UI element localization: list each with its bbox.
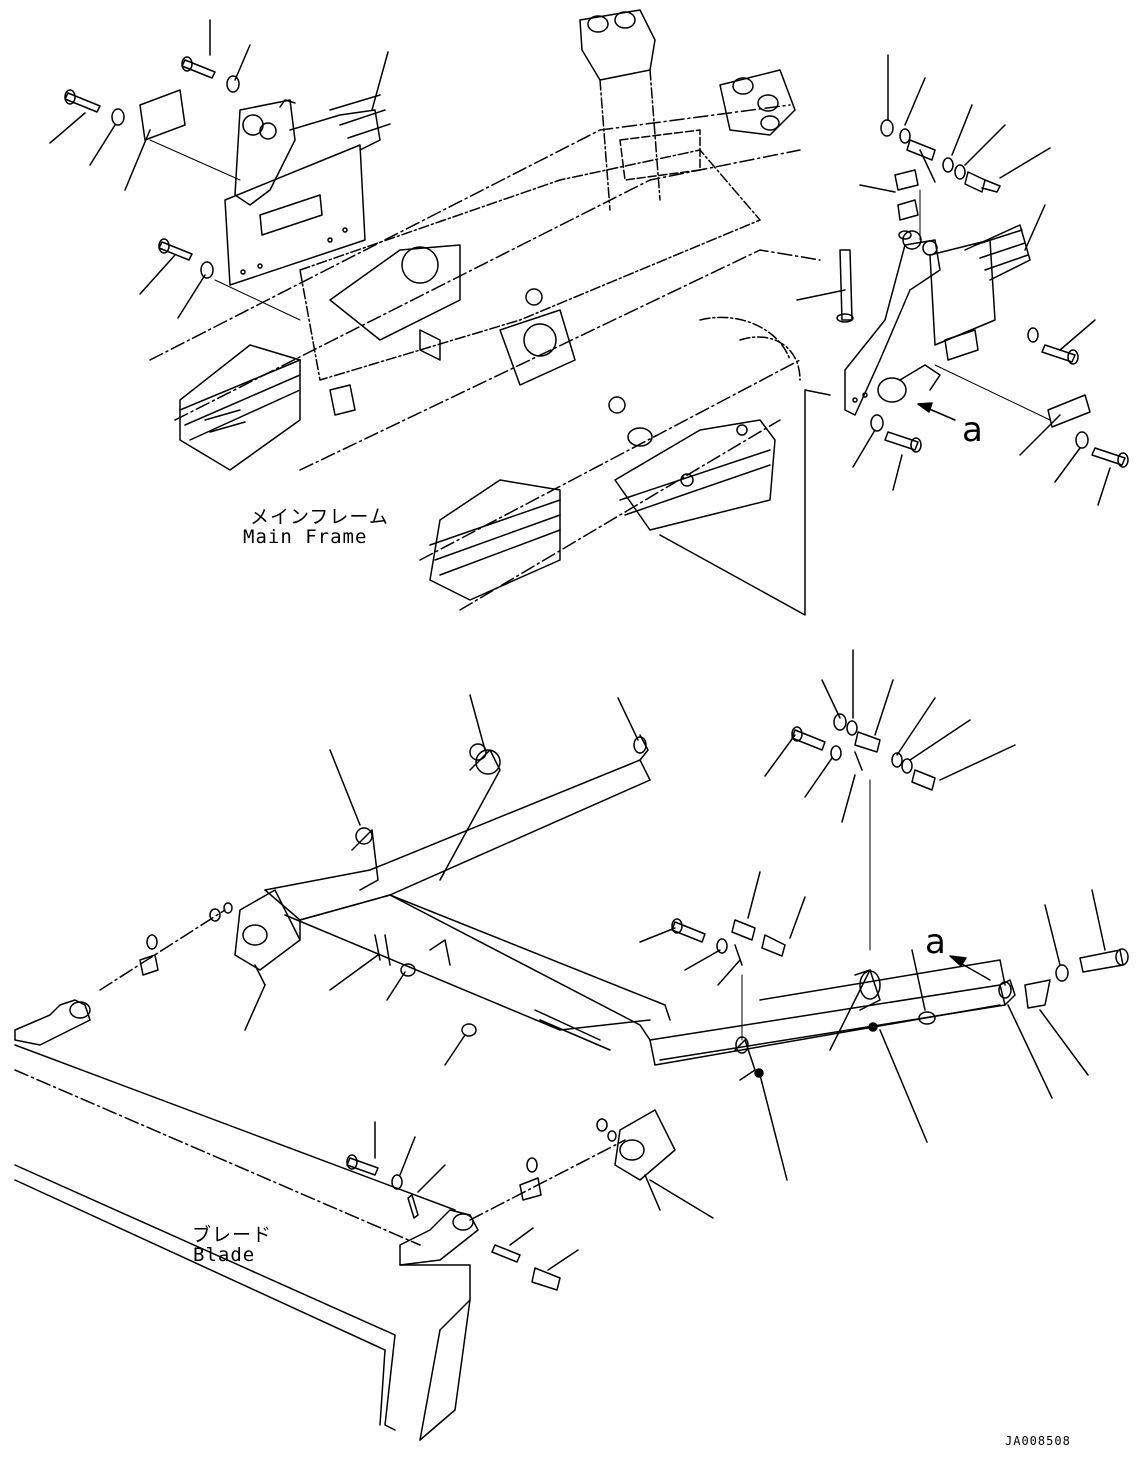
main-frame-label-jp: メインフレーム	[250, 506, 389, 528]
left-mounting-bracket	[49, 19, 391, 321]
main-frame-label-en: Main Frame	[243, 526, 368, 548]
main-frame	[149, 9, 831, 616]
reference-a-lower: a	[925, 922, 946, 962]
figure-id: JA008508	[1005, 1434, 1071, 1448]
right-mounting-bracket	[796, 54, 1129, 506]
blade	[14, 999, 479, 1441]
blade-label-en: Blade	[193, 1244, 256, 1266]
a-frame	[99, 649, 1129, 1291]
reference-a-upper: a	[962, 410, 983, 450]
blade-label-jp: ブレード	[192, 1224, 273, 1246]
